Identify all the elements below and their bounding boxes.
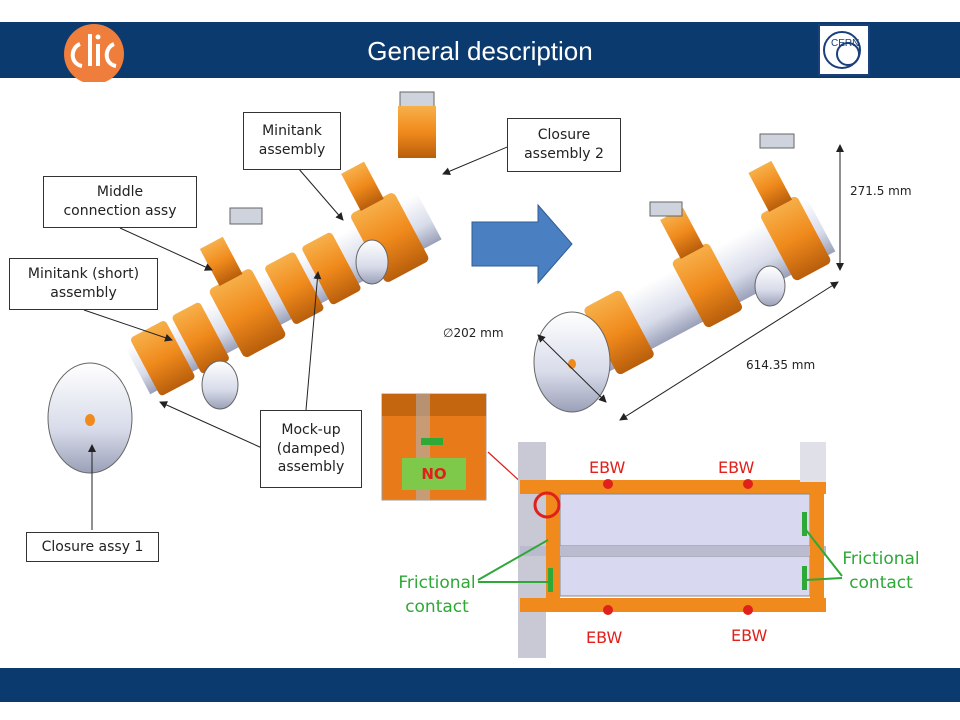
diameter-value: 202 mm	[453, 326, 504, 340]
cern-logo: CERN	[818, 24, 870, 76]
callout-closure-assy-1: Closure assy 1	[26, 532, 159, 562]
no-badge: NO	[402, 458, 466, 490]
exploded-assembly	[47, 91, 442, 474]
ebw-label-top-left: EBW	[589, 458, 626, 477]
ebw-label-top-right: EBW	[718, 458, 755, 477]
svg-text:CERN: CERN	[831, 38, 859, 49]
dimension-length: 614.35 mm	[746, 358, 816, 372]
callout-closure-assembly-2: Closure assembly 2	[507, 118, 621, 172]
callout-mockup-damped: Mock-up (damped) assembly	[260, 410, 362, 488]
callout-middle-connection: Middle connection assy	[43, 176, 197, 228]
callout-minitank-assembly: Minitank assembly	[243, 112, 341, 170]
page-title: General description	[367, 36, 593, 66]
clic-logo	[60, 18, 132, 84]
direction-arrow	[471, 203, 573, 285]
frictional-contact-left: Frictional contact	[398, 573, 476, 617]
footer-bar	[0, 668, 960, 702]
frictional-contact-right: Frictional contact	[842, 549, 920, 593]
dimension-height: 271.5 mm	[850, 184, 912, 198]
callout-minitank-short: Minitank (short) assembly	[9, 258, 158, 310]
diameter-symbol: ∅	[443, 326, 454, 340]
cross-section	[477, 442, 843, 658]
ebw-label-bottom-left: EBW	[586, 628, 623, 647]
ebw-label-bottom-right: EBW	[731, 626, 768, 645]
header-bar	[0, 22, 960, 78]
dimension-diameter: ∅202 mm	[443, 326, 504, 340]
